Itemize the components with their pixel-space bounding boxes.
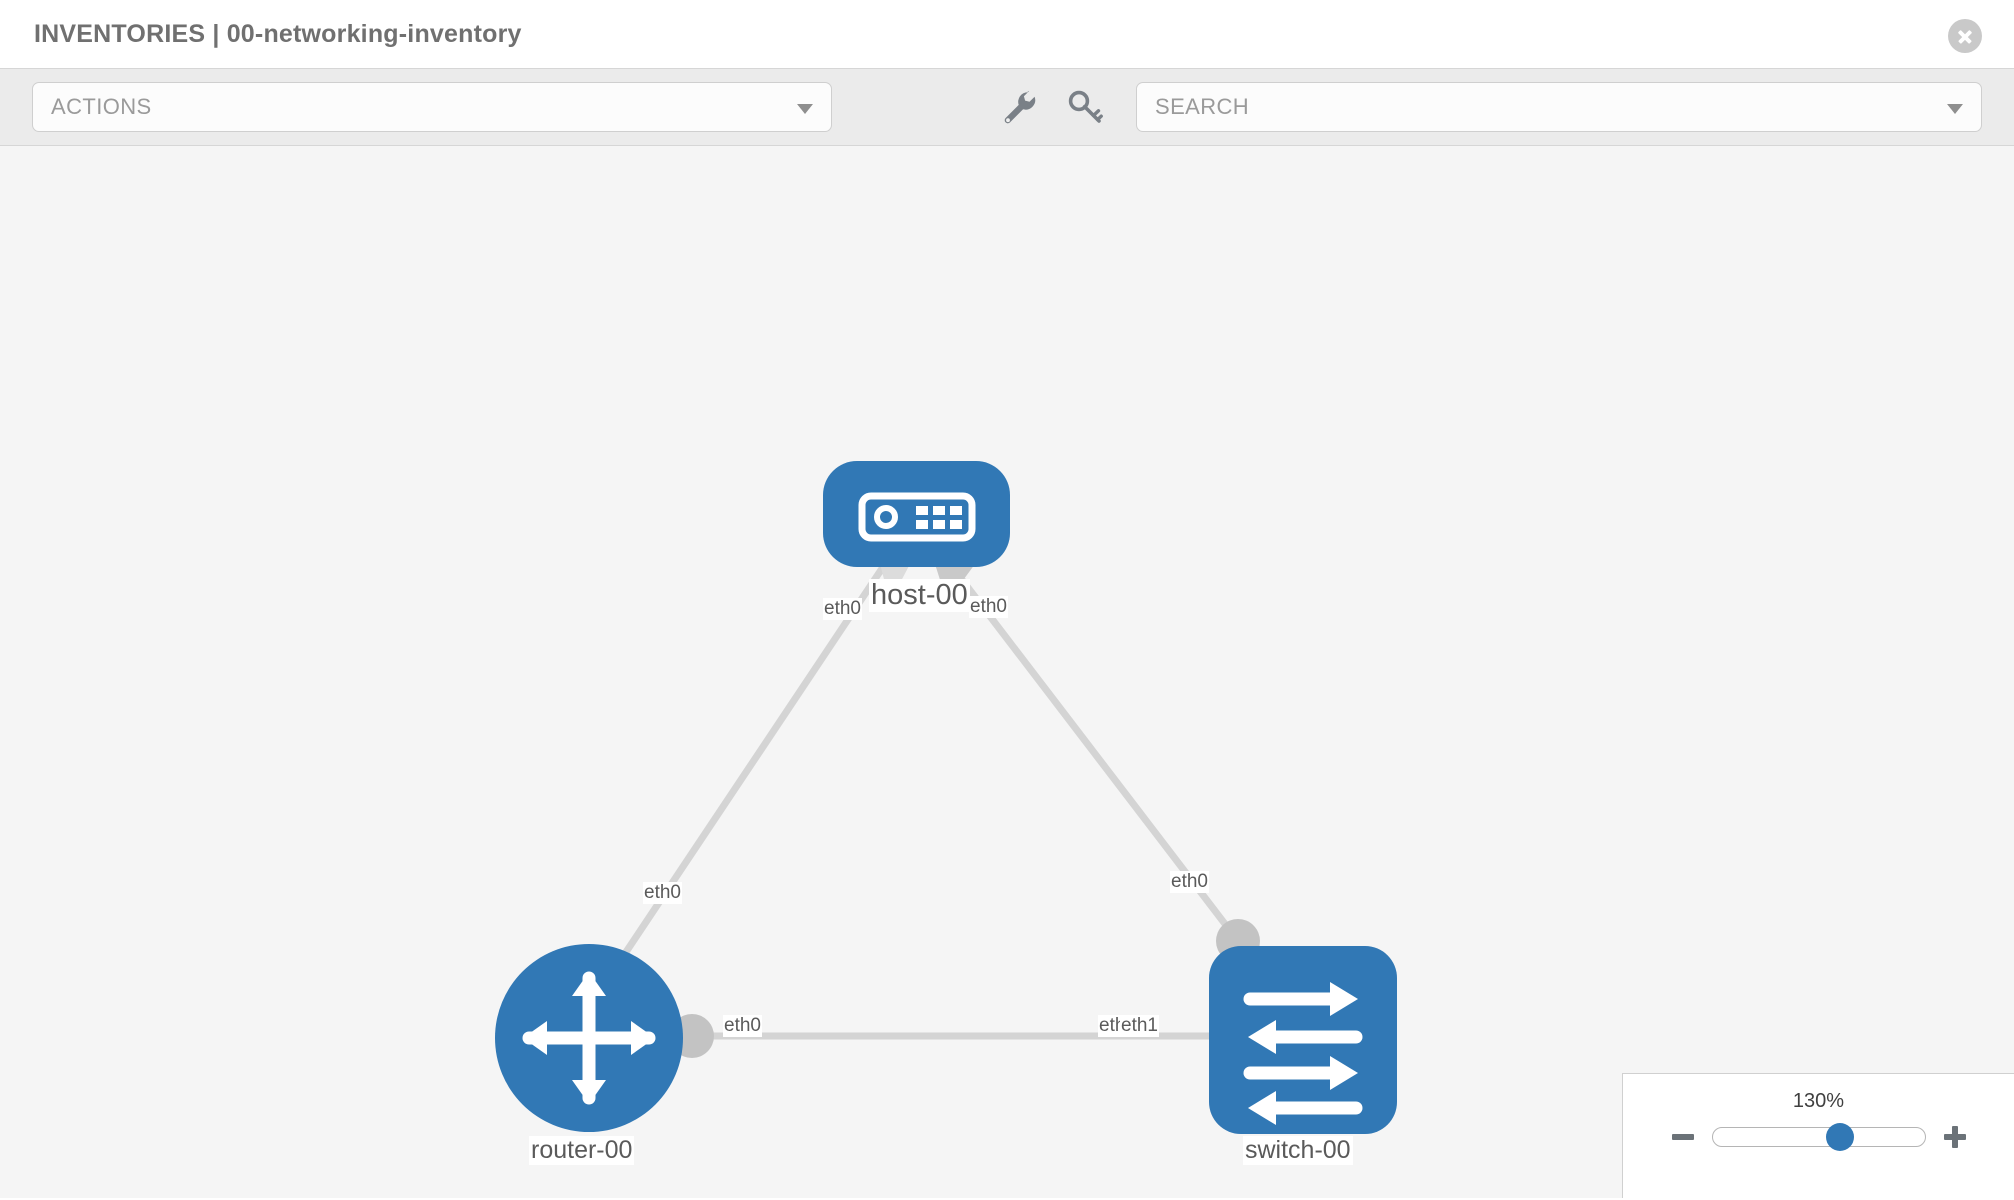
key-icon[interactable] [1066,88,1104,126]
zoom-out-button[interactable] [1671,1126,1694,1148]
node-label-router-00: router-00 [529,1136,635,1165]
page-title: INVENTORIES | 00-networking-inventory [34,19,522,48]
zoom-control-panel: 130% [1622,1073,2014,1198]
toolbar-icon-group [1000,88,1104,126]
topology-edges [607,561,1241,1040]
port-label: eth0 [823,598,862,620]
node-label-host-00: host-00 [869,579,970,612]
page-header: INVENTORIES | 00-networking-inventory [0,0,2014,68]
zoom-slider[interactable] [1711,1123,1926,1151]
node-label-switch-00: switch-00 [1243,1136,1353,1165]
port-label: eth0 [1170,871,1209,893]
topology-ports [670,564,1260,1058]
topology-canvas[interactable]: host-00 router-00 switch-00 eth0 eth0 et… [0,146,2014,1198]
plus-icon-vertical [1951,1126,1958,1148]
minus-icon [1671,1134,1694,1140]
close-icon[interactable] [1948,19,1982,53]
node-host-00 [823,461,1010,567]
wrench-icon[interactable] [1000,88,1038,126]
node-switch-00 [1209,946,1397,1134]
actions-dropdown[interactable]: ACTIONS [32,82,832,132]
port-label: eth [1098,1015,1127,1037]
topology-graph [495,461,1397,1134]
node-router-00 [495,944,683,1132]
port-label: eth0 [643,882,682,904]
search-input[interactable]: SEARCH [1136,82,1982,132]
port-label: eth0 [723,1015,762,1037]
zoom-level-value: 130% [1792,1090,1845,1112]
edge-host-router [607,562,888,978]
toolbar: ACTIONS SEARCH [0,68,2014,146]
port-label: eth1 [1120,1015,1159,1037]
actions-dropdown-label: ACTIONS [51,94,152,119]
search-input-placeholder: SEARCH [1155,94,1250,119]
chevron-down-icon [797,104,813,114]
zoom-in-button[interactable] [1943,1126,1966,1148]
port-label: eth0 [969,596,1008,618]
chevron-down-icon [1947,104,1963,114]
zoom-slider-thumb[interactable] [1825,1123,1854,1151]
